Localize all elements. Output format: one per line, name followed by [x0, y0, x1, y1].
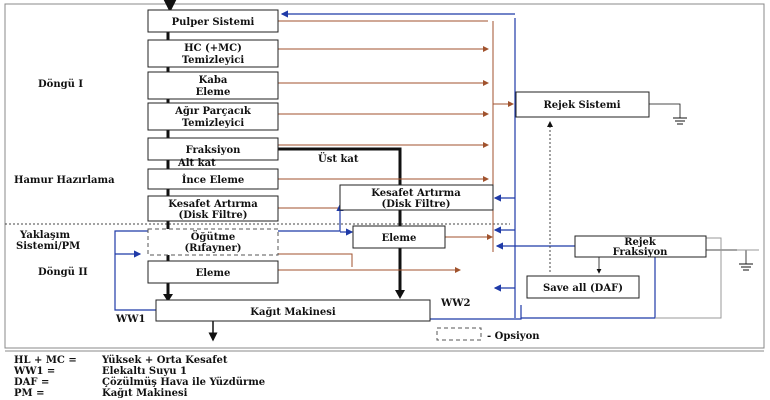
box-pulper: Pulper Sistemi — [147, 9, 279, 33]
eleme-mid-label: Eleme — [382, 233, 417, 244]
box-eleme-mid: Eleme — [352, 225, 446, 249]
kaba-label-1: Kaba — [199, 75, 228, 86]
legend-desc: Çözülmüş Hava ile Yüzdürme — [102, 377, 265, 388]
legend-term: HL + MC = — [14, 355, 77, 366]
box-kaba-eleme: Kaba Eleme — [147, 71, 279, 100]
legend-desc: Yüksek + Orta Kesafet — [101, 355, 228, 366]
box-kagit-makinesi: Kağıt Makinesi — [155, 299, 431, 322]
box-save-all: Save all (DAF) — [526, 275, 640, 299]
legend-term: WW1 = — [13, 366, 55, 377]
box-ogutme: Öğütme (Rıfayner) — [147, 228, 279, 256]
hc-label-2: Temizleyici — [182, 55, 245, 66]
box-ince-eleme: İnce Eleme — [147, 168, 279, 190]
box-agir-parcacik: Ağır Parçacık Temizleyici — [147, 102, 279, 131]
ogutme-label-2: (Rıfayner) — [184, 243, 241, 254]
box-rejek-fraksiyon: Rejek Fraksiyon — [574, 235, 707, 258]
pulper-label: Pulper Sistemi — [172, 17, 255, 28]
box-eleme-lower: Eleme — [147, 260, 279, 284]
box-hc-temizleyici: HC (+MC) Temizleyici — [147, 39, 279, 68]
frak-drain-line — [705, 249, 747, 264]
main-flow-arrowhead — [163, 294, 173, 302]
ww2-label: WW2 — [440, 298, 470, 309]
legend-desc: Kağıt Makinesi — [102, 388, 188, 399]
option-dashed-sample — [436, 327, 482, 341]
fraksiyon-label: Fraksiyon — [186, 145, 242, 156]
rejek-frak-label-1: Rejek — [624, 237, 657, 248]
frak-return-line — [655, 237, 722, 319]
ust-kat-label: Üst kat — [318, 152, 359, 165]
reject-lines — [278, 20, 514, 273]
box-fraksiyon: Fraksiyon — [147, 137, 279, 161]
ogutme-label-1: Öğütme — [191, 230, 236, 243]
kesafet1-label-2: (Disk Filtre) — [179, 210, 248, 221]
box-kesafet-artirma-2: Kesafet Artırma (Disk Filtre) — [339, 184, 494, 211]
reject-drain-line — [649, 103, 681, 118]
diagram-frame — [4, 3, 765, 349]
box-rejek-sistemi: Rejek Sistemi — [515, 91, 650, 118]
kaba-label-2: Eleme — [196, 87, 231, 98]
legend-term: DAF = — [14, 377, 49, 388]
rejek-sistemi-label: Rejek Sistemi — [543, 100, 620, 111]
saveall-label: Save all (DAF) — [543, 283, 623, 294]
box-kesafet-artirma-1: Kesafet Artırma (Disk Filtre) — [147, 195, 279, 222]
kesafet2-label-2: (Disk Filtre) — [382, 199, 451, 210]
yaklasim-label-2: Sistemi/PM — [16, 241, 80, 252]
ww1-label: WW1 — [115, 314, 145, 325]
eleme-low-label: Eleme — [196, 268, 231, 279]
legend-term: PM = — [14, 388, 44, 399]
upper-stock-line — [278, 147, 402, 295]
hc-label-1: HC (+MC) — [184, 43, 242, 54]
yaklasim-label-1: Yaklaşım — [19, 230, 70, 241]
upper-stock-arrowhead — [395, 290, 405, 299]
kesafet1-label-1: Kesafet Artırma — [168, 199, 258, 210]
dongu2-label: Döngü II — [38, 267, 88, 278]
ince-label: İnce Eleme — [182, 173, 245, 186]
agir-label-1: Ağır Parçacık — [174, 106, 252, 117]
kagit-label: Kağıt Makinesi — [250, 307, 336, 318]
agir-label-2: Temizleyici — [182, 118, 245, 129]
dongu1-label: Döngü I — [38, 79, 83, 90]
legend-desc: Elekaltı Suyu 1 — [102, 366, 187, 377]
kesafet2-label-1: Kesafet Artırma — [371, 188, 461, 199]
opsiyon-label: - Opsiyon — [487, 331, 540, 342]
legend: HL + MC = Yüksek + Orta Kesafet WW1 = El… — [13, 355, 265, 399]
hamur-label: Hamur Hazırlama — [14, 175, 115, 186]
alt-kat-label: Alt kat — [177, 158, 216, 169]
rejek-frak-label-2: Fraksiyon — [613, 247, 669, 258]
